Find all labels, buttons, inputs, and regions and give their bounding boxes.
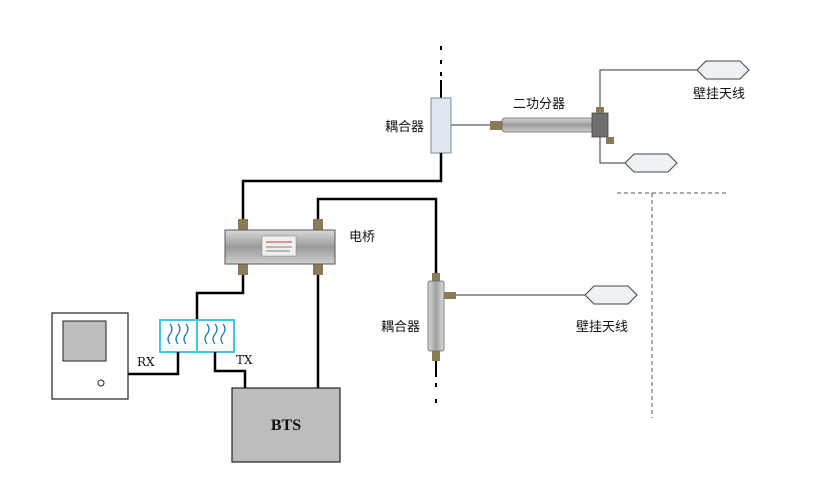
antenna-top-2 bbox=[624, 153, 678, 173]
filter-tx bbox=[196, 319, 235, 353]
antenna-mid bbox=[584, 285, 638, 305]
cable-rx bbox=[128, 352, 180, 376]
filter-rx bbox=[159, 319, 198, 353]
bridge bbox=[224, 219, 336, 275]
coupler-top bbox=[430, 97, 452, 154]
monitor-device bbox=[51, 312, 129, 400]
splitter bbox=[490, 107, 614, 144]
tx-label: TX bbox=[236, 353, 253, 367]
antenna-top-label: 壁挂天线 bbox=[693, 87, 745, 102]
coupler-mid bbox=[427, 273, 456, 361]
cable-coupler-to-bridge bbox=[241, 153, 443, 222]
cable-bridge-to-filter bbox=[195, 275, 245, 320]
splitter-label: 二功分器 bbox=[513, 97, 565, 112]
antenna-top-1 bbox=[696, 60, 750, 80]
bridge-label: 电桥 bbox=[349, 230, 375, 245]
cable-bridge-to-coupler-mid bbox=[316, 197, 438, 275]
bts-box bbox=[231, 387, 341, 463]
coupler-top-label: 耦合器 bbox=[385, 120, 424, 135]
splitter-to-antenna-2 bbox=[599, 137, 627, 164]
cable-tx bbox=[213, 352, 247, 388]
splitter-to-antenna-1 bbox=[599, 69, 700, 107]
antenna-mid-label: 壁挂天线 bbox=[576, 320, 628, 335]
bts-label: BTS bbox=[271, 417, 301, 434]
rx-label: RX bbox=[137, 355, 155, 369]
coupler-mid-label: 耦合器 bbox=[381, 320, 420, 335]
